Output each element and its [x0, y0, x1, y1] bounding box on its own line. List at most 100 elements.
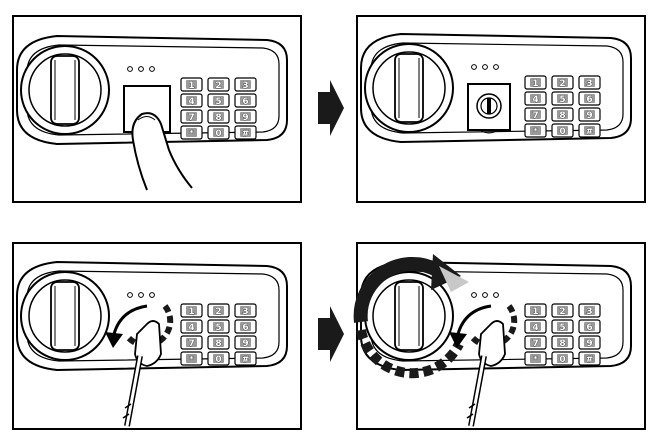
keypad-key-label: 9 [242, 339, 248, 349]
rotation-arrow-icon [449, 304, 492, 348]
keypad: 1 2 3 4 5 6 7 8 9 * 0 # [180, 77, 257, 140]
keypad-key: 7 [524, 107, 547, 122]
keypad-key-label: 0 [559, 127, 565, 137]
keypad-key-label: # [242, 355, 250, 365]
keypad-key-label: 3 [586, 79, 592, 89]
keypad-key: 3 [234, 77, 257, 92]
keypad-key-label: 7 [188, 339, 194, 349]
keypad-key-label: 9 [586, 111, 592, 121]
keypad-key: 6 [234, 93, 257, 108]
keypad-key-label: 5 [215, 97, 221, 107]
keypad-key: 0 [207, 351, 230, 366]
keypad-key: 0 [207, 125, 230, 140]
keypad-key-label: 6 [242, 323, 248, 333]
key-icon [122, 320, 162, 427]
step-panel-4: 1 2 3 4 5 6 7 8 9 * 0 # [353, 242, 646, 430]
keypad-key: 1 [180, 303, 203, 318]
keypad-key-label: 8 [215, 339, 221, 349]
keypad: 1 2 3 4 5 6 7 8 9 * 0 # [524, 75, 601, 138]
keypad-key-label: 4 [532, 95, 538, 105]
keypad-key-label: 8 [559, 111, 565, 121]
keypad-key: 4 [180, 319, 203, 334]
keypad-key: 2 [207, 303, 230, 318]
keypad-key-label: 8 [559, 339, 565, 349]
keypad-key: 3 [234, 303, 257, 318]
keypad-key: 0 [551, 123, 574, 138]
keypad-key: 5 [551, 91, 574, 106]
keypad-key-label: 1 [532, 307, 538, 317]
keypad-key-label: 9 [242, 113, 248, 123]
keypad-key: 6 [234, 319, 257, 334]
keypad-key: 9 [234, 335, 257, 350]
keypad-key: 9 [234, 109, 257, 124]
key-icon [466, 320, 506, 427]
keypad-key: 8 [207, 109, 230, 124]
keypad-key: 1 [524, 75, 547, 90]
keypad-key-label: 5 [559, 323, 565, 333]
keypad: 1 2 3 4 5 6 7 8 9 * 0 # [180, 303, 257, 366]
keypad-key-label: 7 [188, 113, 194, 123]
step-panel-1: 1 2 3 4 5 6 7 8 9 * 0 # [12, 15, 302, 203]
keypad-key-label: 4 [532, 323, 538, 333]
keypad-key: 4 [524, 319, 547, 334]
step-arrow-1 [318, 80, 344, 136]
keypad-key: 2 [551, 75, 574, 90]
keypad-key-label: 6 [242, 97, 248, 107]
keypad-key-label: # [586, 127, 594, 137]
keypad-key: 7 [524, 335, 547, 350]
keypad-key: 5 [551, 319, 574, 334]
keypad-key-label: 3 [586, 307, 592, 317]
keypad-key-label: 0 [215, 129, 221, 139]
keypad-key-label: 2 [559, 307, 565, 317]
keypad-key: 3 [578, 75, 601, 90]
keypad-key: 3 [578, 303, 601, 318]
keypad-key-label: 0 [559, 355, 565, 365]
keypad-key-label: 8 [215, 113, 221, 123]
step-panel-2: 1 2 3 4 5 6 7 8 9 * 0 # [356, 15, 646, 203]
keypad-key-label: 2 [215, 307, 221, 317]
keypad-key: * [180, 351, 203, 366]
keypad-key: 1 [180, 77, 203, 92]
keypad-key: # [578, 351, 601, 366]
keypad-key: 7 [180, 109, 203, 124]
keypad-key-label: # [586, 355, 594, 365]
keypad-key: 9 [578, 107, 601, 122]
keypad-key-label: * [189, 355, 194, 365]
keypad-key-label: 1 [188, 81, 194, 91]
keypad-key-label: 6 [586, 95, 592, 105]
keypad-key: * [180, 125, 203, 140]
step-panel-3: 1 2 3 4 5 6 7 8 9 * 0 # [12, 242, 302, 430]
keypad-key: 8 [551, 335, 574, 350]
keypad-key: 9 [578, 335, 601, 350]
keypad-key-label: 7 [532, 339, 538, 349]
keypad-key-label: 2 [215, 81, 221, 91]
keypad-key: 0 [551, 351, 574, 366]
keypad-key-label: 4 [188, 323, 194, 333]
keypad-key: # [234, 125, 257, 140]
keypad-key-label: 1 [188, 307, 194, 317]
keypad-key-label: * [533, 355, 538, 365]
keypad-key: 5 [207, 93, 230, 108]
step-arrow-2 [318, 306, 344, 362]
keypad-key: 5 [207, 319, 230, 334]
keypad-key-label: 1 [532, 79, 538, 89]
rotation-arrow-icon [105, 304, 148, 348]
keypad-key: 6 [578, 91, 601, 106]
keypad-key-label: 4 [188, 97, 194, 107]
keypad-key: 2 [207, 77, 230, 92]
keypad-key-label: 5 [215, 323, 221, 333]
keypad-key: * [524, 351, 547, 366]
keypad-key: * [524, 123, 547, 138]
keypad-key-label: 3 [242, 81, 248, 91]
keypad-key-label: 0 [215, 355, 221, 365]
keypad-key: 8 [551, 107, 574, 122]
knob-rotation-arrow-icon [353, 254, 469, 379]
keypad-key-label: 3 [242, 307, 248, 317]
keypad-key: 2 [551, 303, 574, 318]
keypad-key-label: 2 [559, 79, 565, 89]
keypad-key: # [578, 123, 601, 138]
keypad-key: 8 [207, 335, 230, 350]
keypad-key: 6 [578, 319, 601, 334]
keypad-key-label: 5 [559, 95, 565, 105]
